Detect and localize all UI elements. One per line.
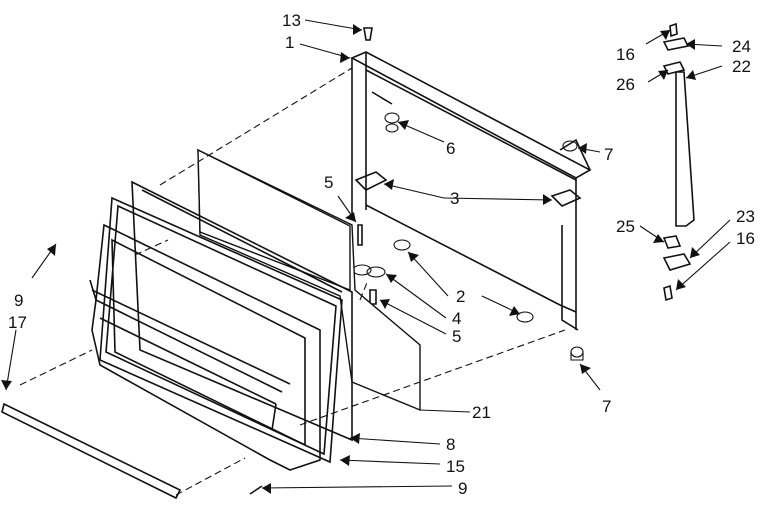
callout-3: 3 bbox=[450, 189, 459, 208]
callout-labels: 13 1 6 7 5 3 2 4 5 7 21 8 15 9 9 17 16 2… bbox=[8, 11, 755, 498]
callout-15: 15 bbox=[446, 457, 465, 476]
door-stops bbox=[384, 112, 584, 361]
door-panel bbox=[89, 223, 321, 471]
callout-17: 17 bbox=[8, 313, 27, 332]
callout-22: 22 bbox=[732, 57, 751, 76]
screws bbox=[249, 27, 377, 495]
callout-26: 26 bbox=[616, 75, 635, 94]
callout-24: 24 bbox=[732, 37, 751, 56]
callout-1: 1 bbox=[285, 33, 294, 52]
callout-9-bottom: 9 bbox=[458, 479, 467, 498]
callout-7-bottom: 7 bbox=[602, 397, 611, 416]
callout-6: 6 bbox=[446, 139, 455, 158]
door-liner bbox=[131, 180, 353, 442]
callout-21: 21 bbox=[472, 403, 491, 422]
assembly-lines bbox=[19, 67, 566, 496]
callout-23: 23 bbox=[736, 207, 755, 226]
callout-9-left: 9 bbox=[14, 291, 23, 310]
hinge-brackets bbox=[354, 171, 582, 207]
callout-13: 13 bbox=[282, 11, 301, 30]
insulation-panel bbox=[197, 148, 421, 412]
callout-8: 8 bbox=[446, 435, 455, 454]
door-frame bbox=[350, 51, 592, 331]
door-gasket bbox=[99, 196, 343, 464]
callout-25: 25 bbox=[616, 217, 635, 236]
callout-2: 2 bbox=[456, 287, 465, 306]
washers bbox=[352, 264, 386, 278]
callout-7-top: 7 bbox=[604, 145, 613, 164]
callout-5-bottom: 5 bbox=[452, 327, 461, 346]
callout-16-bottom: 16 bbox=[736, 229, 755, 248]
leader-arrows bbox=[1, 19, 731, 494]
hinge-assembly bbox=[662, 22, 695, 302]
callout-5-top: 5 bbox=[324, 173, 333, 192]
door-bar bbox=[1, 402, 182, 500]
callout-4: 4 bbox=[452, 309, 461, 328]
callout-16-top: 16 bbox=[616, 45, 635, 64]
